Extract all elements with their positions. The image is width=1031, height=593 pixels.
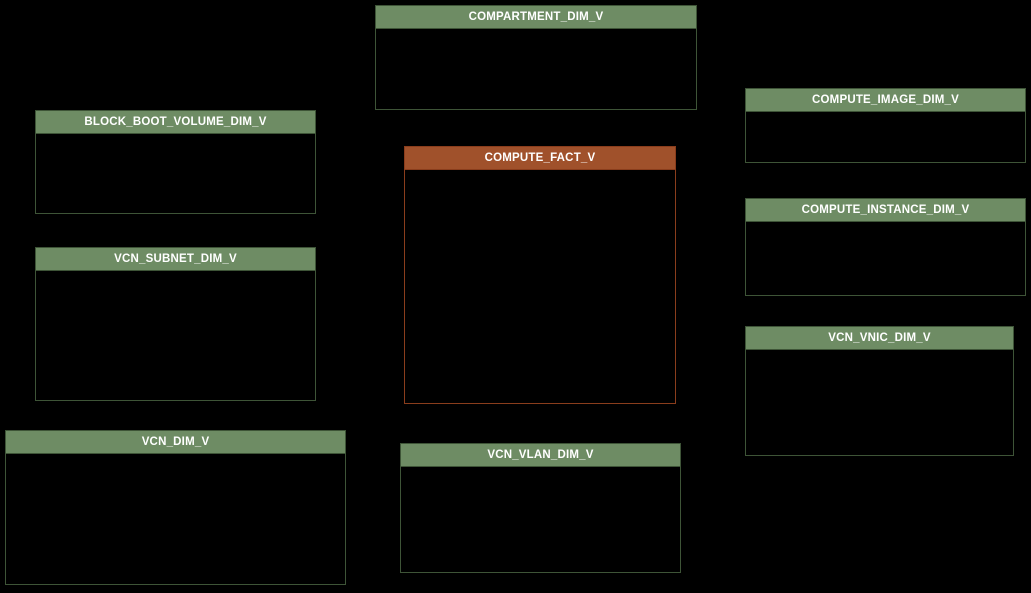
entity-body-vcn-dim-v <box>6 454 345 584</box>
entity-body-compartment-dim-v <box>376 29 696 109</box>
entity-box-vcn-vnic-dim-v[interactable]: VCN_VNIC_DIM_V <box>745 326 1014 456</box>
entity-body-vcn-vlan-dim-v <box>401 467 680 572</box>
entity-box-compute-fact-v[interactable]: COMPUTE_FACT_V <box>404 146 676 404</box>
entity-box-vcn-dim-v[interactable]: VCN_DIM_V <box>5 430 346 585</box>
entity-title-vcn-vlan-dim-v: VCN_VLAN_DIM_V <box>401 444 680 467</box>
entity-body-compute-instance-dim-v <box>746 222 1025 295</box>
entity-box-block-boot-volume-dim-v[interactable]: BLOCK_BOOT_VOLUME_DIM_V <box>35 110 316 214</box>
entity-title-compute-fact-v: COMPUTE_FACT_V <box>405 147 675 170</box>
entity-title-vcn-dim-v: VCN_DIM_V <box>6 431 345 454</box>
entity-body-vcn-subnet-dim-v <box>36 271 315 400</box>
entity-title-block-boot-volume-dim-v: BLOCK_BOOT_VOLUME_DIM_V <box>36 111 315 134</box>
entity-box-vcn-vlan-dim-v[interactable]: VCN_VLAN_DIM_V <box>400 443 681 573</box>
entity-title-compute-instance-dim-v: COMPUTE_INSTANCE_DIM_V <box>746 199 1025 222</box>
entity-title-compute-image-dim-v: COMPUTE_IMAGE_DIM_V <box>746 89 1025 112</box>
entity-box-compute-image-dim-v[interactable]: COMPUTE_IMAGE_DIM_V <box>745 88 1026 163</box>
entity-title-vcn-subnet-dim-v: VCN_SUBNET_DIM_V <box>36 248 315 271</box>
entity-title-compartment-dim-v: COMPARTMENT_DIM_V <box>376 6 696 29</box>
entity-body-compute-fact-v <box>405 170 675 403</box>
entity-body-vcn-vnic-dim-v <box>746 350 1013 455</box>
entity-title-vcn-vnic-dim-v: VCN_VNIC_DIM_V <box>746 327 1013 350</box>
entity-body-block-boot-volume-dim-v <box>36 134 315 213</box>
entity-box-vcn-subnet-dim-v[interactable]: VCN_SUBNET_DIM_V <box>35 247 316 401</box>
entity-box-compartment-dim-v[interactable]: COMPARTMENT_DIM_V <box>375 5 697 110</box>
entity-body-compute-image-dim-v <box>746 112 1025 162</box>
entity-box-compute-instance-dim-v[interactable]: COMPUTE_INSTANCE_DIM_V <box>745 198 1026 296</box>
